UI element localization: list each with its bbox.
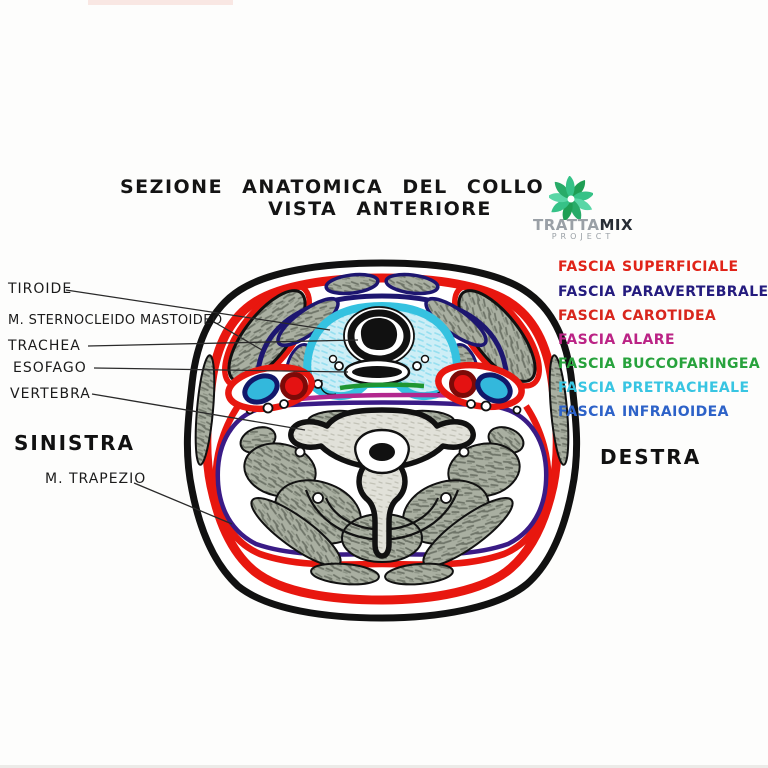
trattamix-pinwheel-icon	[549, 176, 593, 220]
esophagus	[334, 358, 422, 386]
logo	[549, 176, 593, 220]
leader-trapezio	[133, 482, 233, 525]
leader-tiroide	[65, 289, 331, 331]
superficial-fascia-ring	[202, 273, 562, 605]
label-destra: DESTRA	[600, 445, 702, 469]
page-title-line1: SEZIONE ANATOMICA DEL COLLO	[120, 176, 545, 198]
legend-label: FASCIA	[558, 380, 616, 396]
buccopharyngeal-fascia-line	[339, 382, 425, 391]
legend-row-alare: FASCIA ALARE	[558, 332, 675, 348]
leader-sternocleido	[213, 321, 263, 351]
legend-label: FASCIA	[558, 356, 616, 372]
leader-lines	[65, 289, 359, 525]
legend-value: SUPERFICIALE	[622, 259, 739, 275]
page-title-line2: VISTA ANTERIORE	[268, 198, 492, 220]
legend-label: FASCIA	[558, 332, 616, 348]
label-trachea: TRACHEA	[8, 338, 81, 354]
legend-row-pretracheale: FASCIA PRETRACHEALE	[558, 380, 749, 396]
deep-superficial-red-ring	[212, 404, 552, 568]
carotid-artery-right	[449, 370, 477, 398]
label-esofago: ESOFAGO	[13, 360, 87, 376]
carotid-artery-left	[280, 372, 308, 400]
cervical-vertebra	[288, 407, 476, 559]
legend-row-superficiale: FASCIA SUPERFICIALE	[558, 259, 738, 275]
carotid-sheath-left	[225, 363, 315, 414]
legend-label: FASCIA	[558, 404, 616, 420]
leader-vertebra	[91, 393, 306, 431]
logo-tratta: TRATTA	[532, 216, 600, 234]
legend-row-paravertebrale: FASCIA PARAVERTEBRALE	[558, 284, 768, 300]
label-sinistra: SINISTRA	[14, 431, 135, 455]
logo-mix: MIX	[599, 216, 634, 234]
legend-label: FASCIA	[558, 284, 616, 300]
logo-wordmark: TRATTAMIX	[525, 216, 641, 234]
jugular-vein-left	[242, 373, 280, 405]
spinal-cord	[369, 443, 395, 461]
legend-value: PARAVERTEBRALE	[622, 284, 768, 300]
platysma-slivers	[194, 354, 570, 466]
leader-esofago	[93, 367, 349, 373]
legend-row-infraioidea: FASCIA INFRAIOIDEA	[558, 404, 728, 420]
paper-smudge	[88, 0, 233, 5]
sternocleidomastoid-muscles	[222, 283, 542, 389]
legend-value: BUCCOFARINGEA	[622, 356, 761, 372]
label-trapezio: M. TRAPEZIO	[45, 471, 147, 487]
trachea-ring	[343, 306, 415, 366]
logo-project: PROJECT	[551, 232, 615, 241]
legend-value: INFRAIOIDEA	[622, 404, 729, 420]
legend-label: FASCIA	[558, 259, 616, 275]
legend-row-carotidea: FASCIA CAROTIDEA	[558, 308, 716, 324]
leader-trachea	[87, 339, 359, 347]
jugular-vein-right	[475, 372, 513, 404]
label-vertebra: VERTEBRA	[10, 386, 91, 402]
legend-value: CAROTIDEA	[622, 308, 717, 324]
legend-row-buccofaringea: FASCIA BUCCOFARINGEA	[558, 356, 760, 372]
legend-label: FASCIA	[558, 308, 616, 324]
label-tiroide: TIROIDE	[8, 281, 73, 297]
label-sternocleido-mastoideo: M. STERNOCLEIDO MASTOIDEO	[8, 313, 223, 328]
carotid-sheath-right	[435, 361, 525, 412]
legend-value: PRETRACHEALE	[622, 380, 750, 396]
legend-value: ALARE	[622, 332, 675, 348]
paper-edge	[0, 765, 768, 768]
